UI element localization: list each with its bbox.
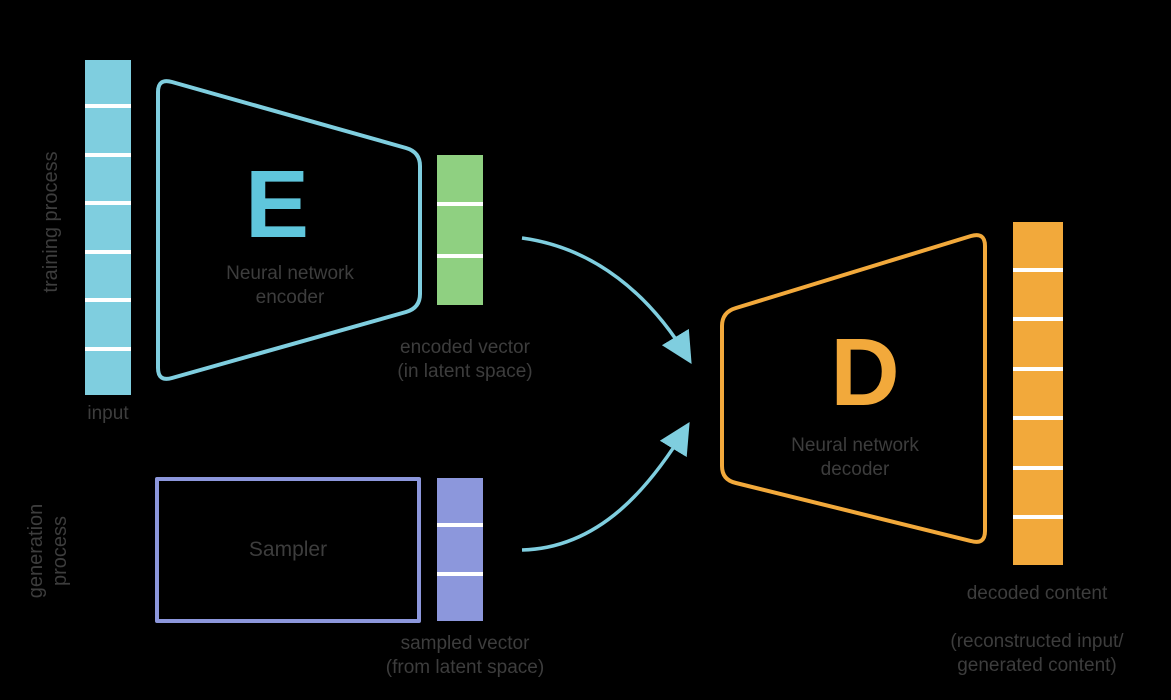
decoded-content-note-line2: generated content) — [957, 655, 1117, 676]
vector-segment — [437, 576, 483, 621]
encoder-caption-line1: Neural network — [226, 263, 354, 284]
input-label: input — [60, 402, 156, 426]
encoder-caption-line2: encoder — [255, 287, 325, 308]
encoded-vector-label-line1: encoded vector — [400, 337, 530, 358]
encoded-to-decoder-arrow — [521, 236, 692, 364]
decoder-caption-line2: decoder — [820, 459, 890, 480]
encoded-vector-label-line2: (in latent space) — [397, 361, 533, 382]
decoder-caption: Neural network decoder — [745, 434, 965, 482]
vector-segment — [85, 60, 131, 105]
decoded-content-label-text: decoded content — [966, 583, 1108, 604]
sampler-label: Sampler — [248, 538, 328, 561]
decoder-trapezoid — [720, 233, 987, 544]
vector-segment — [85, 350, 131, 395]
vector-segment — [437, 206, 483, 254]
decoder-letter-text: D — [830, 319, 900, 426]
vector-segment — [437, 527, 483, 572]
sampler-box: Sampler — [155, 477, 421, 623]
training-process-text: training process — [40, 151, 62, 293]
vector-segment — [437, 155, 483, 203]
encoded-vector-bar — [437, 155, 483, 305]
encoded-vector-label: encoded vector (in latent space) — [355, 336, 575, 384]
vector-segment — [1013, 469, 1063, 516]
vector-segment — [1013, 519, 1063, 566]
encoder-trapezoid — [156, 79, 422, 381]
vector-segment — [85, 302, 131, 347]
vector-segment — [85, 205, 131, 250]
vector-segment — [85, 156, 131, 202]
decoded-content-note-line1: (reconstructed input/ — [950, 631, 1124, 652]
generation-process-label: generation process — [24, 471, 72, 631]
encoder-letter-text: E — [244, 151, 310, 258]
vector-segment — [85, 108, 131, 153]
input-vector-bar — [85, 60, 131, 395]
decoded-content-label: decoded content — [927, 582, 1147, 606]
sampled-vector-bar — [437, 478, 483, 621]
vector-segment — [1013, 370, 1063, 417]
vector-segment — [85, 253, 131, 299]
sampled-vector-label-line2: (from latent space) — [385, 657, 545, 678]
sampled-vector-label: sampled vector (from latent space) — [355, 632, 575, 680]
vector-segment — [1013, 321, 1063, 367]
decoded-vector-bar — [1013, 222, 1063, 566]
input-label-text: input — [87, 403, 129, 424]
vector-segment — [437, 478, 483, 523]
encoder-letter: E — [217, 152, 337, 258]
training-process-label: training process — [39, 72, 63, 372]
generation-process-text-line1: generation — [25, 503, 47, 599]
vector-segment — [1013, 420, 1063, 466]
sampled-to-decoder-arrow — [521, 422, 690, 552]
generation-process-text-line2: process — [49, 515, 71, 587]
decoded-content-note: (reconstructed input/ generated content) — [917, 630, 1157, 678]
decoder-letter: D — [805, 320, 925, 426]
encoder-caption: Neural network encoder — [180, 262, 400, 310]
vector-segment — [1013, 271, 1063, 318]
decoder-caption-line1: Neural network — [791, 435, 919, 456]
vector-segment — [437, 257, 483, 305]
sampled-vector-label-line1: sampled vector — [400, 633, 530, 654]
vector-segment — [1013, 222, 1063, 268]
